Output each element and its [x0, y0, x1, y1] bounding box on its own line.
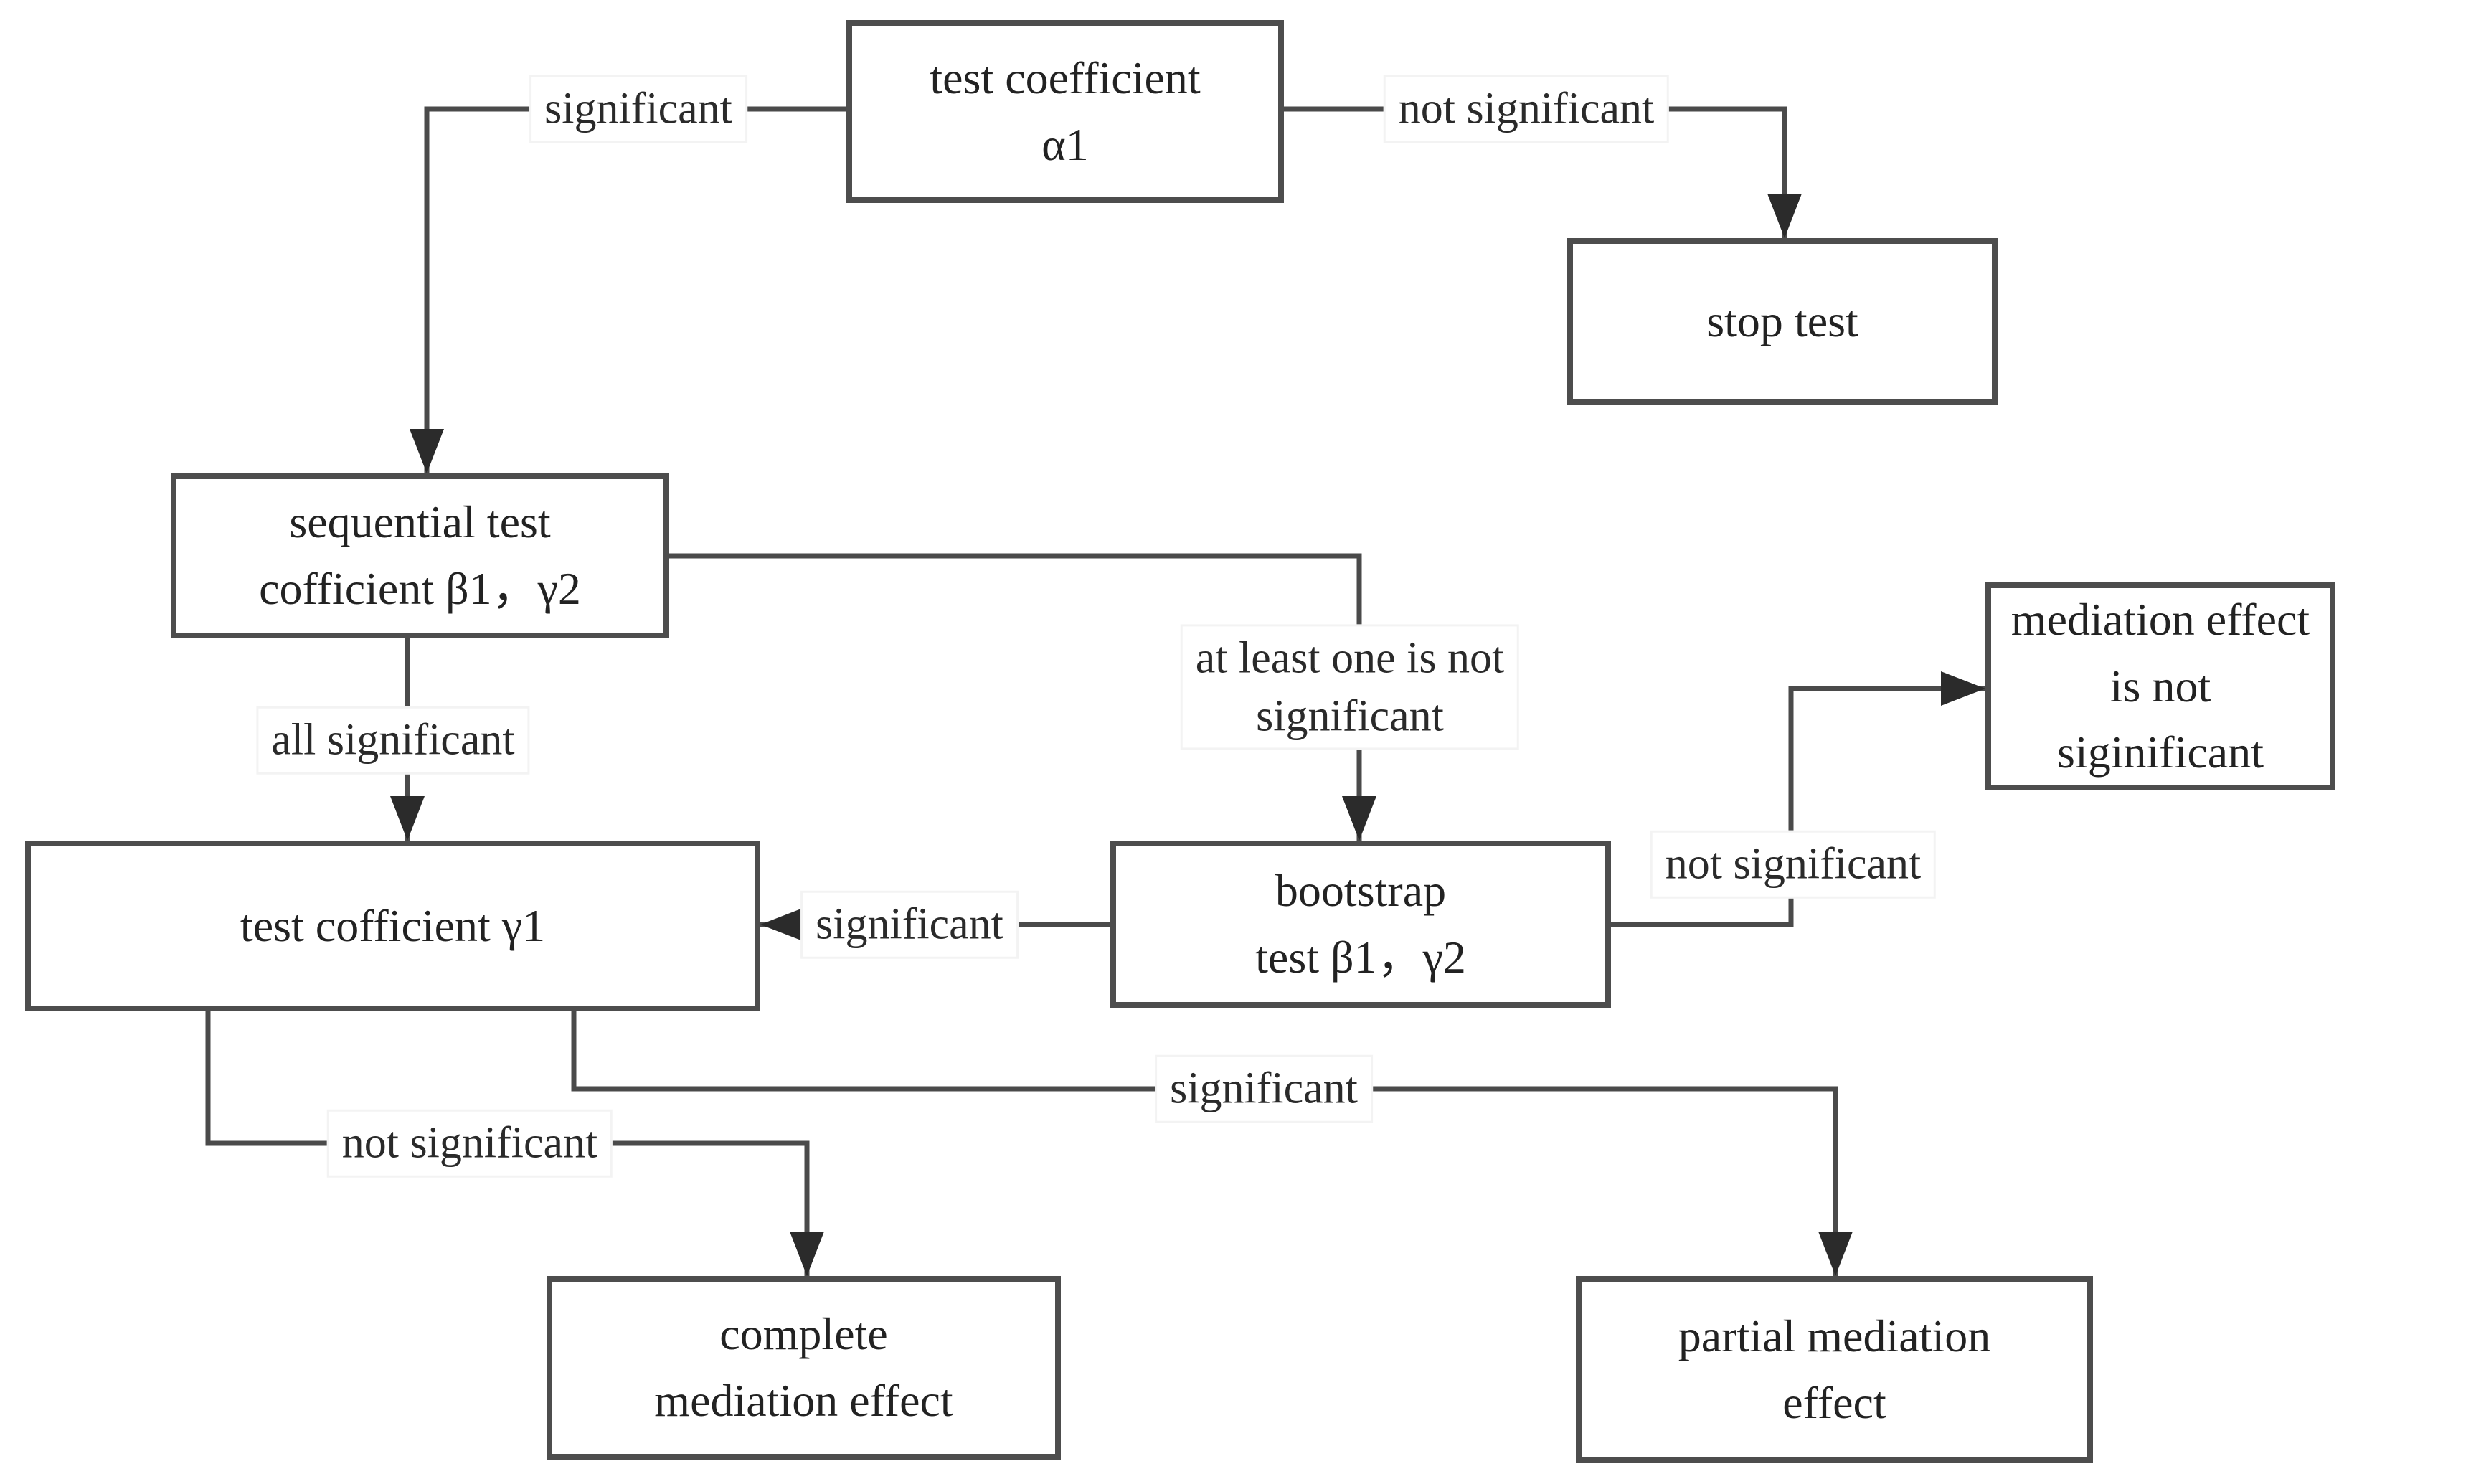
label-significant-gamma1: significant	[1155, 1054, 1373, 1123]
node-mediation-effect-not-significant: mediation effect is not siginificant	[1985, 582, 2335, 790]
arrowhead-alpha1-not-significant-to-stop	[1767, 194, 1802, 238]
arrowhead-gamma1-significant-to-partial	[1818, 1232, 1853, 1276]
node-complete-mediation-effect-line: mediation effect	[654, 1375, 953, 1426]
node-complete-mediation-effect: complete mediation effect	[547, 1276, 1061, 1460]
label-all-significant-line: all significant	[271, 715, 515, 765]
label-significant-bootstrap-line: significant	[816, 899, 1003, 949]
label-not-significant-bootstrap: not significant	[1650, 830, 1937, 899]
label-not-significant-top-line: not significant	[1398, 84, 1655, 133]
label-at-least-one-not-significant: at least one is not significant	[1180, 624, 1520, 750]
arrowhead-gamma1-not-significant-to-complete	[790, 1232, 824, 1276]
node-mediation-effect-not-significant-line: is not	[2109, 660, 2211, 712]
arrowhead-alpha1-significant-to-sequential	[410, 429, 444, 473]
node-mediation-effect-not-significant-line: siginificant	[2057, 727, 2264, 778]
node-partial-mediation-effect: partial mediation effect	[1576, 1276, 2093, 1463]
label-at-least-one-not-significant-line: at least one is not	[1195, 633, 1505, 683]
node-partial-mediation-effect-line: partial mediation	[1678, 1310, 1991, 1361]
label-significant-top-line: significant	[544, 84, 732, 133]
node-complete-mediation-effect-line: complete	[719, 1308, 888, 1360]
node-stop-test: stop test	[1567, 238, 1998, 405]
label-all-significant: all significant	[256, 706, 530, 775]
edge-bootstrap-not-significant-to-no-mediation	[1611, 686, 1985, 927]
edge-alpha1-significant-to-sequential	[424, 106, 846, 473]
node-stop-test-line: stop test	[1706, 295, 1858, 346]
label-not-significant-bootstrap-line: not significant	[1665, 839, 1922, 889]
node-bootstrap-test-b1-g2-line: test β1，γ2	[1255, 931, 1466, 983]
node-mediation-effect-not-significant-line: mediation effect	[2010, 593, 2310, 645]
node-test-coefficient-alpha1-line: α1	[1041, 118, 1089, 170]
arrowhead-bootstrap-not-significant-to-no-mediation	[1941, 671, 1985, 706]
label-not-significant-gamma1-line: not significant	[341, 1118, 598, 1168]
node-sequential-test-b1-g2: sequential test cofficient β1，γ2	[171, 473, 669, 638]
node-sequential-test-b1-g2-line: sequential test	[289, 496, 551, 548]
node-test-cofficient-gamma1-line: test cofficient γ1	[240, 899, 546, 951]
label-not-significant-gamma1: not significant	[326, 1109, 613, 1178]
label-at-least-one-not-significant-line: significant	[1256, 691, 1444, 740]
node-bootstrap-test-b1-g2: bootstrap test β1，γ2	[1110, 841, 1611, 1008]
node-partial-mediation-effect-line: effect	[1782, 1376, 1886, 1428]
arrowhead-sequential-all-significant-to-gamma1	[390, 796, 425, 841]
node-bootstrap-test-b1-g2-line: bootstrap	[1275, 864, 1447, 916]
node-test-cofficient-gamma1: test cofficient γ1	[25, 841, 760, 1011]
label-significant-top: significant	[529, 75, 747, 143]
label-not-significant-top: not significant	[1383, 75, 1670, 143]
arrowhead-bootstrap-significant-to-gamma1	[760, 907, 805, 942]
label-significant-bootstrap: significant	[800, 890, 1019, 959]
node-sequential-test-b1-g2-line: cofficient β1，γ2	[259, 563, 581, 614]
node-test-coefficient-alpha1-line: test coefficient	[930, 52, 1201, 103]
node-test-coefficient-alpha1: test coefficient α1	[846, 20, 1284, 203]
arrowhead-sequential-to-bootstrap	[1342, 796, 1376, 841]
label-significant-gamma1-line: significant	[1170, 1064, 1358, 1113]
